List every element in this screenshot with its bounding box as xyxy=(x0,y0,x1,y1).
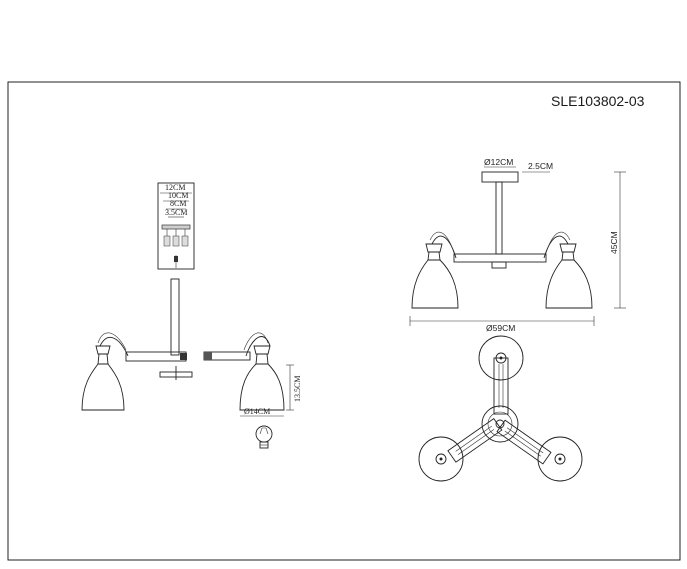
right-arm-assembly xyxy=(203,332,285,411)
front-width-dim: Ø59CM xyxy=(486,323,515,333)
center-rod xyxy=(170,278,180,356)
top-view xyxy=(418,335,583,482)
model-code: SLE103802-03 xyxy=(551,93,645,109)
canopy-plate xyxy=(157,182,195,270)
top-arm-left xyxy=(447,417,503,463)
front-right-shade xyxy=(545,259,593,309)
front-stem xyxy=(495,181,503,255)
front-height-dim: 45CM xyxy=(609,231,619,254)
drawing-frame xyxy=(7,81,681,561)
front-canopy xyxy=(481,171,519,183)
shade-diameter-dim: Ø14CM xyxy=(244,407,270,416)
canopy-outer-dim: 12CM xyxy=(165,183,185,192)
top-shade-right xyxy=(537,436,583,482)
top-shade-left xyxy=(418,436,464,482)
exploded-view: 12CM 10CM 8CM 3.5CM xyxy=(81,182,302,449)
shade-height-dim: 13.5CM xyxy=(293,376,302,402)
front-view: Ø12CM 2.5CM 45CM Ø59CM xyxy=(409,157,626,333)
bracket-dim: 8CM xyxy=(170,199,186,208)
right-shade xyxy=(239,363,285,411)
screw-spacing-dim: 3.5CM xyxy=(165,208,187,217)
left-arm-assembly xyxy=(81,332,129,411)
front-left-shade xyxy=(411,259,459,309)
canopy-inner-dim: 10CM xyxy=(168,191,188,200)
front-canopy-diameter-dim: Ø12CM xyxy=(484,157,513,167)
front-canopy-height-dim: 2.5CM xyxy=(528,161,553,171)
top-arm-right xyxy=(496,419,552,465)
bulb-icon xyxy=(255,425,273,449)
front-hub xyxy=(453,253,547,263)
left-shade xyxy=(81,363,125,411)
top-shade-up xyxy=(478,335,524,381)
top-hub xyxy=(481,405,519,443)
hub-body xyxy=(125,351,187,362)
